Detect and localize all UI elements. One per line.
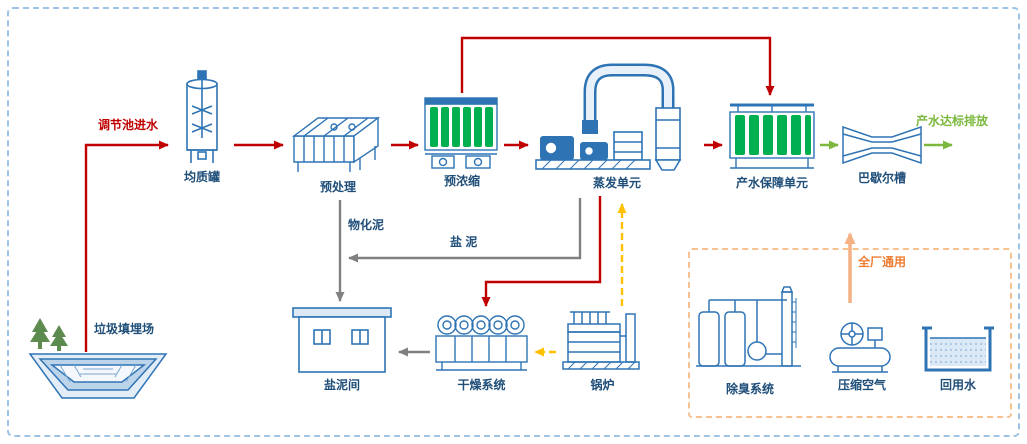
plant-wide-utility-label: 全厂通用 <box>858 255 907 269</box>
node-landfill <box>28 316 168 406</box>
salt-sludge-room-label: 盐泥间 <box>323 378 360 392</box>
tree-icon <box>30 318 68 351</box>
product-water-unit-icon <box>729 103 815 169</box>
evaporation-unit-icon <box>535 63 682 171</box>
node-evaporation-unit: 蒸发单元 <box>532 62 702 190</box>
parshall-flume-label: 巴歇尔槽 <box>857 171 906 185</box>
landfill-label: 垃圾填埋场 <box>94 322 155 336</box>
node-homogenization-tank: 均质罐 <box>172 68 232 184</box>
evaporation-unit-label: 蒸发单元 <box>592 176 641 190</box>
plant-utility-box <box>688 248 1012 418</box>
node-drying-system: 干燥系统 <box>434 312 529 392</box>
preconcentration-icon <box>424 97 498 169</box>
physicochemical-sludge-label: 物化泥 <box>348 218 385 232</box>
preconcentration-label: 预浓缩 <box>443 174 480 188</box>
drying-system-label: 干燥系统 <box>457 378 506 392</box>
pretreatment-label: 预处理 <box>319 180 356 194</box>
salt-sludge-room-icon <box>292 307 392 373</box>
landfill-icon <box>28 318 168 399</box>
deodorization-system-label: 除臭系统 <box>725 382 774 396</box>
node-parshall-flume: 巴歇尔槽 <box>842 126 922 185</box>
compressed-air-icon <box>829 322 891 373</box>
parshall-flume-icon <box>842 126 922 164</box>
node-compressed-air: 压缩空气 <box>826 320 898 392</box>
node-salt-sludge-room: 盐泥间 <box>292 306 392 392</box>
node-boiler: 锅炉 <box>560 310 645 392</box>
discharge-flow-label: 产水达标排放 <box>916 114 989 128</box>
arrow-permeate-to-product-water <box>460 36 775 96</box>
arrow-evaporation-to-drying <box>481 196 602 307</box>
homogenization-tank-icon <box>186 70 218 163</box>
arrow-landfill-to-tank <box>84 140 169 352</box>
inlet-flow-label: 调节池进水 <box>98 118 159 132</box>
salt-sludge-label: 盐 泥 <box>450 235 478 249</box>
reuse-water-label: 回用水 <box>939 378 976 392</box>
diagram-border <box>7 7 1020 437</box>
homogenization-tank-label: 均质罐 <box>183 170 220 184</box>
node-product-water-unit: 产水保障单元 <box>726 100 818 190</box>
reuse-water-icon <box>922 326 994 372</box>
pretreatment-icon <box>291 116 381 172</box>
node-preconcentration: 预浓缩 <box>422 96 502 188</box>
drying-system-icon <box>435 315 528 371</box>
compressed-air-label: 压缩空气 <box>837 378 886 392</box>
arrow-evaporation-salt-sludge <box>348 198 582 263</box>
node-reuse-water: 回用水 <box>922 322 994 392</box>
boiler-icon <box>562 311 640 370</box>
boiler-label: 锅炉 <box>590 378 615 392</box>
product-water-unit-label: 产水保障单元 <box>735 176 808 190</box>
deodorization-system-icon <box>696 286 801 367</box>
node-deodorization-system: 除臭系统 <box>695 286 805 396</box>
node-pretreatment: 预处理 <box>288 102 388 194</box>
